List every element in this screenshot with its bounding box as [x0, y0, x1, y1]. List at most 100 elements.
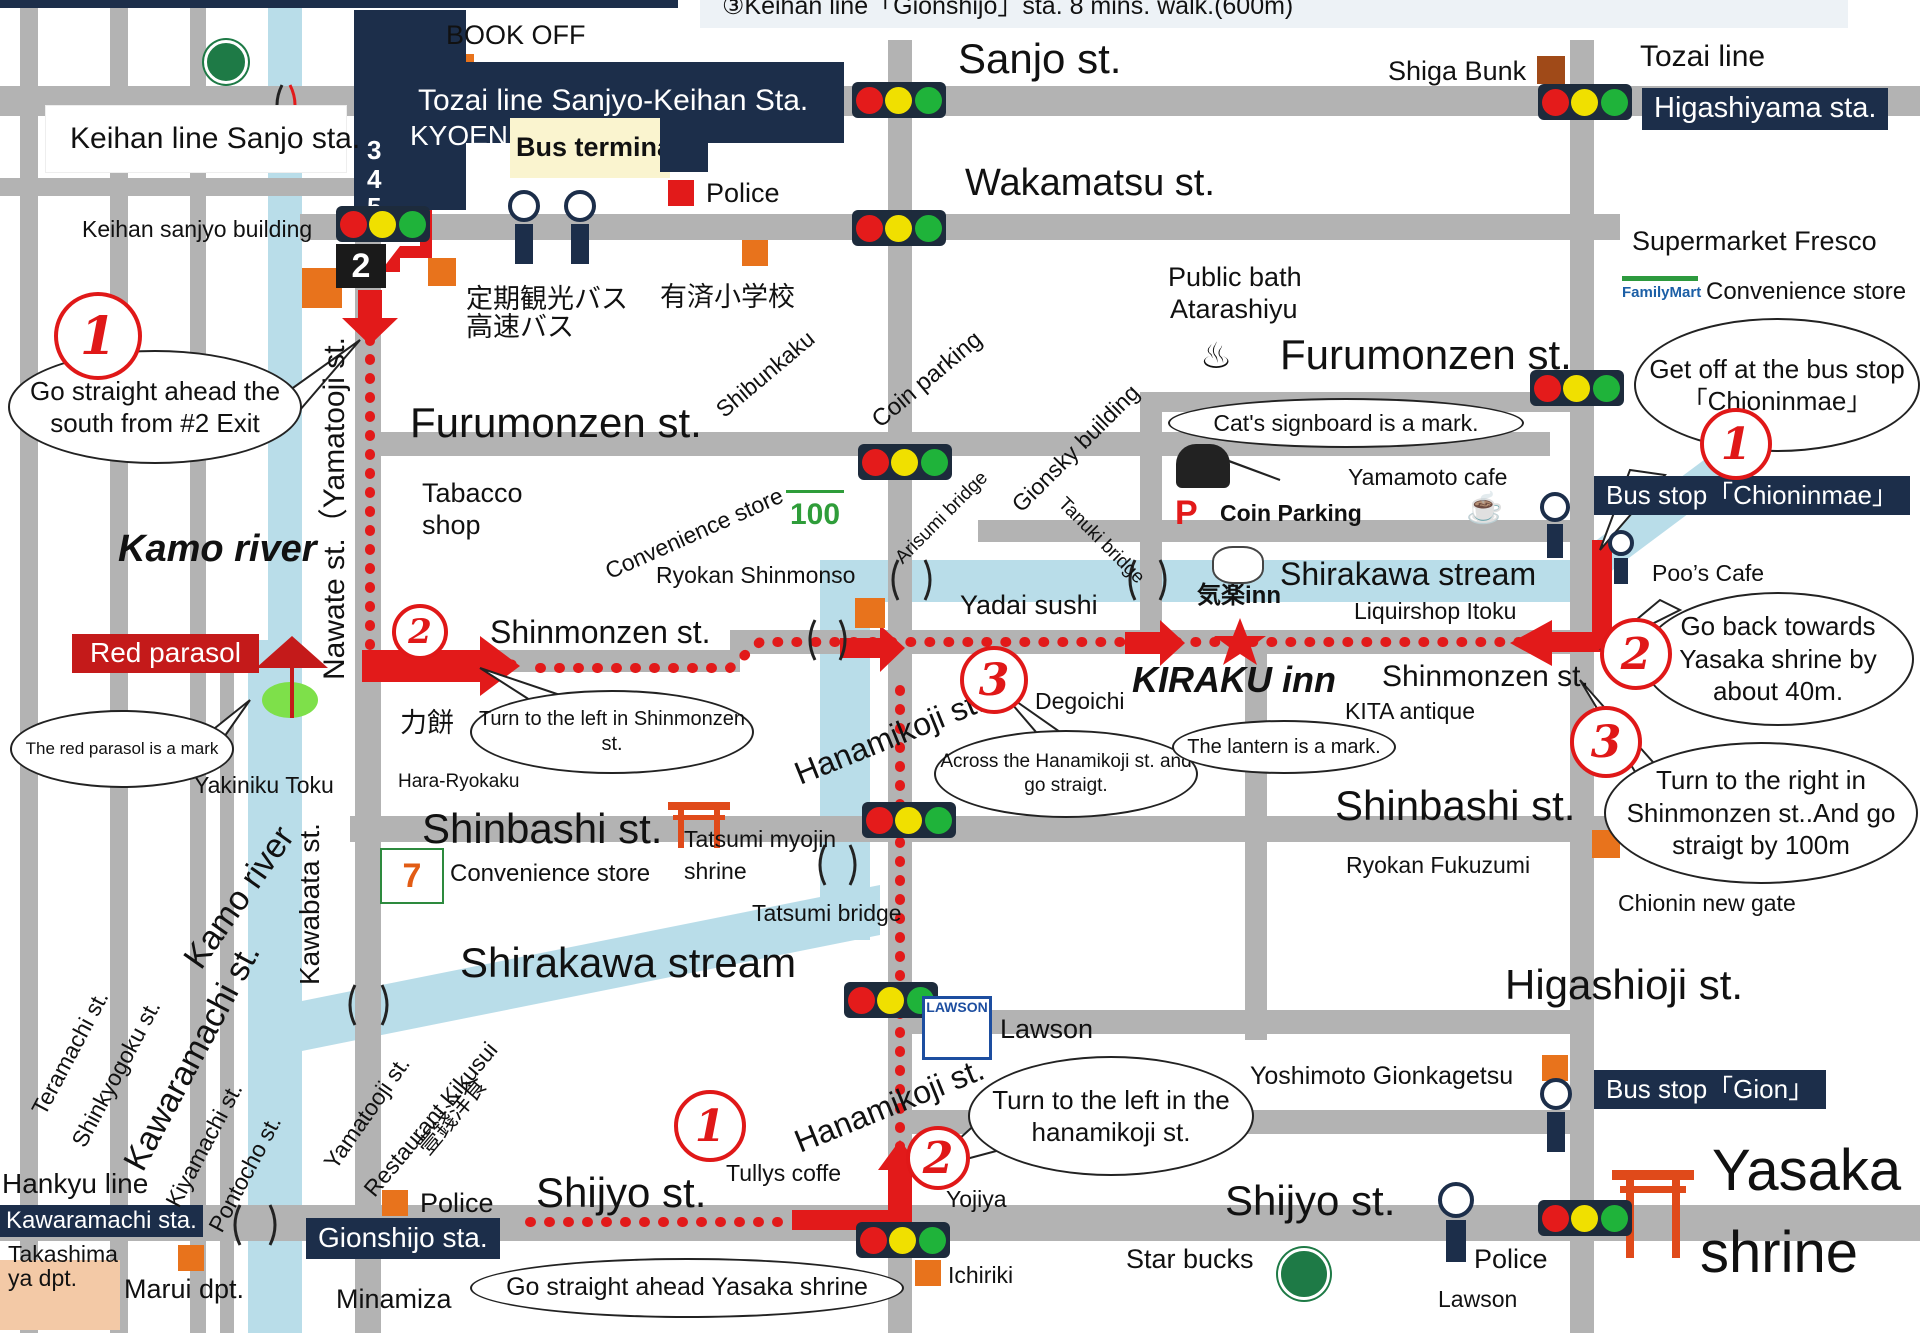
arrow-hanamikoji-turn: [792, 1140, 922, 1230]
step-1-circle: 1: [674, 1090, 746, 1162]
tozai-exit-block: [660, 118, 708, 172]
kiraku-jp-label: 気楽inn: [1197, 582, 1281, 609]
traffic-light-shijyo-hanamikoji: [856, 1222, 950, 1258]
yasaka-shrine-label: shrine: [1700, 1220, 1858, 1285]
nawate-st-label: Nawate st.（Yamatooji st.: [318, 337, 351, 680]
shinbashi-st-west-label: Shinbashi st.: [422, 805, 663, 852]
arrow-south: [342, 290, 398, 345]
bubble-across-hanamikoji: Across the Hanamikoji st. and go straigt…: [934, 730, 1198, 818]
shinmonzen-st-east-label: Shinmonzen st.: [1382, 660, 1589, 693]
marui-label: Marui dpt.: [124, 1274, 245, 1304]
tozai-line-label: Tozai line: [1640, 40, 1766, 73]
tatsumi-myojin-label: Tatsumi myojin: [684, 826, 837, 852]
traffic-light-furumonzen-w: [858, 444, 952, 480]
furumonzen-st-east-label: Furumonzen st.: [1280, 331, 1572, 378]
furumonzen-st-west-label: Furumonzen st.: [410, 399, 702, 446]
bus-stop-chioninmae: Bus stop「Chioninmae」: [1594, 476, 1910, 515]
wakamatsu-road: [300, 214, 1620, 240]
poos-cafe-label: Poo’s Cafe: [1652, 560, 1765, 586]
wakamatsu-st-label: Wakamatsu st.: [965, 162, 1215, 204]
step-3-circle: 3: [960, 646, 1028, 714]
public-bath-label: Public bath: [1168, 262, 1302, 292]
step-1-circle: 1: [54, 292, 142, 380]
torii-tatsumi: [668, 802, 730, 848]
bus-stop-icon: [1540, 492, 1570, 562]
police-sw-label: Police: [420, 1188, 494, 1218]
step-3-circle: 3: [1570, 706, 1642, 778]
yadai-sushi-label: Yadai sushi: [960, 590, 1098, 620]
hankyu-line-label: Hankyu line: [2, 1168, 149, 1199]
shinmonzen-st-west-label: Shinmonzen st.: [490, 614, 711, 650]
parasol-pole-icon: [290, 666, 294, 718]
ichiriki-label: Ichiriki: [948, 1262, 1014, 1288]
shijyo-st-west-label: Shijyo st.: [536, 1169, 707, 1216]
pontocho-road: [220, 640, 234, 1333]
traffic-light-exit: [336, 206, 430, 242]
coin-parking-label: Coin Parking: [1220, 500, 1362, 526]
yasaka-label: Yasaka: [1712, 1138, 1902, 1203]
bubble-cat-signboard: Cat's signboard is a mark.: [1168, 398, 1524, 448]
lawson-label: Lawson: [1000, 1014, 1094, 1044]
shirakawa-stream-south: [282, 885, 880, 1055]
bubble-turn-right-shinmonzen: Turn to the right in Shinmonzen st..And …: [1604, 742, 1918, 884]
gionshijo-station: Gionshijo sta.: [306, 1218, 500, 1259]
starbucks-north-logo-icon: [204, 40, 248, 84]
lawson-logo-icon: LAWSON: [922, 996, 992, 1060]
traffic-light-shirakawa: [844, 982, 938, 1018]
bus-stop-gion: Bus stop「Gion」: [1594, 1070, 1827, 1109]
title-bar: [700, 0, 1848, 28]
lawson-east-label: Lawson: [1438, 1286, 1518, 1312]
marker-shinmonso: [855, 598, 885, 628]
red-parasol-box: Red parasol: [72, 634, 259, 673]
furumonzen-branch: [978, 520, 1578, 542]
takashimaya-label: Takashima ya dpt.: [8, 1241, 118, 1292]
marker-keihan-building: [302, 268, 342, 308]
tatsumi-shrine-label: shrine: [684, 858, 747, 884]
cat-signboard-icon: [1176, 444, 1230, 488]
marker-police-n: [668, 180, 694, 206]
yoshimoto-label: Yoshimoto Gionkagetsu: [1250, 1062, 1514, 1090]
lantern-icon: [1212, 546, 1264, 584]
higashiyama-station: Higashiyama sta.: [1642, 88, 1889, 130]
seven-eleven-logo-icon: 7: [380, 848, 444, 904]
title-text: ③Keihan line「Gionshijo」sta. 8 mins. walk…: [722, 0, 1294, 20]
higashioji-branch: [900, 1010, 1570, 1034]
kawaramachi-station: Kawaramachi sta.: [0, 1205, 203, 1238]
bus-stop-icon: [508, 190, 540, 270]
hara-ryokaku-label: Hara-Ryokaku: [398, 771, 520, 792]
yamamoto-cafe-label: Yamamoto cafe: [1348, 464, 1508, 490]
kiraku-inn-label: KIRAKU inn: [1132, 659, 1336, 700]
kyoen-label: KYOEN: [410, 120, 509, 151]
arrow-exit2: [380, 185, 432, 272]
marker-marui: [178, 1245, 204, 1271]
familymart-logo-icon: FamilyMart: [1622, 276, 1701, 309]
shirakawa-stream-west-label: Shirakawa stream: [460, 939, 797, 986]
higashioji-road: [1570, 40, 1594, 1333]
bubble-get-off-bus: Get off at the bus stop 「Chioninmae」: [1634, 318, 1920, 452]
tabacco-shop-label: shop: [422, 510, 481, 540]
arrow-go-back: [1510, 540, 1612, 666]
marker-ichiriki: [915, 1260, 941, 1286]
police-north-label: Police: [706, 178, 780, 208]
book-off-label: BOOK OFF: [446, 20, 586, 50]
exit-2-badge: 2: [336, 244, 386, 288]
bus-stop-icon: [1438, 1182, 1474, 1266]
coffee-cup-icon: ☕: [1466, 492, 1504, 525]
teramachi-road: [20, 0, 38, 1333]
shirakawa-stream-east-label: Shirakawa stream: [1280, 556, 1537, 592]
shinbashi-road: [350, 816, 1620, 842]
bubble-go-straight-yasaka: Go straight ahead Yasaka shrine: [470, 1258, 904, 1318]
yojiya-label: Yojiya: [946, 1186, 1007, 1212]
keihan-building-label: Keihan sanjyo building: [82, 216, 313, 242]
yusai-label: 有済小学校: [660, 282, 795, 312]
marker-yoshimoto: [1542, 1055, 1568, 1081]
bubble-turn-left-shinmonzen: Turn to the left in Shinmonzen st.: [470, 690, 754, 774]
lawson100-logo-icon: 100: [786, 490, 844, 537]
chionin-gate-label: Chionin new gate: [1618, 890, 1796, 916]
tatsumi-bridge-label: Tatsumi bridge: [752, 900, 902, 926]
kamo-river-bold-label: Kamo river: [118, 528, 317, 570]
arrow-kiraku: [1125, 620, 1185, 666]
traffic-light-higashiyama: [1538, 84, 1632, 120]
bus-terminal-area: [510, 118, 670, 178]
